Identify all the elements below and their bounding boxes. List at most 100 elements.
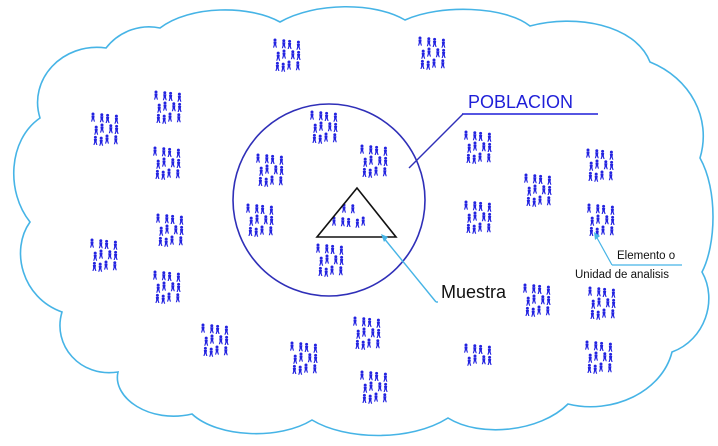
person-icon [594,172,599,182]
person-icon [312,133,317,143]
person-icon [427,47,431,57]
person-icon [161,147,166,157]
person-icon [254,227,259,237]
person-icon [153,146,157,156]
person-icon [176,282,181,292]
person-icon [281,39,286,49]
people-group [360,144,388,178]
person-icon [596,214,600,224]
person-icon [532,174,537,184]
person-icon [611,298,616,308]
person-icon [478,222,482,232]
person-icon [383,156,388,166]
person-icon [377,382,382,392]
person-icon [104,260,108,270]
person-icon [259,166,264,176]
person-icon [356,329,361,339]
person-icon [93,135,98,145]
person-icon [177,92,182,102]
person-icon [538,195,542,205]
person-icon [170,158,175,168]
person-icon [164,214,169,224]
person-icon [547,185,552,195]
person-icon [265,164,269,174]
people-group [246,203,274,237]
people-group [523,283,551,317]
person-icon [156,159,161,169]
person-icon [526,296,531,306]
person-icon [296,40,301,50]
person-icon [586,148,590,158]
person-icon [472,131,477,141]
person-icon [383,146,388,156]
person-icon [533,184,537,194]
person-icon [370,328,375,338]
person-icon [547,175,552,185]
person-icon [473,141,477,151]
person-icon [333,112,338,122]
person-icon [99,136,104,146]
person-icon [170,235,174,245]
person-icon [287,39,292,49]
person-icon [610,215,615,225]
person-icon [162,114,167,124]
person-icon [114,114,119,124]
person-icon [113,135,118,145]
person-icon [487,212,492,222]
person-icon [545,306,550,316]
person-icon [312,364,317,374]
person-icon [155,293,160,303]
person-icon [473,211,477,221]
person-icon [100,123,104,133]
person-icon [330,244,335,254]
person-icon [112,261,117,271]
person-icon [350,204,355,214]
person-icon [164,237,169,247]
person-icon [487,132,492,142]
elemento-callout: Elemento o Unidad de analisis [575,232,682,281]
person-icon [601,225,605,235]
person-icon [113,240,118,250]
person-icon [163,101,167,111]
person-icon [432,58,436,68]
people-group [464,343,492,366]
people-group [256,153,284,187]
person-icon [531,284,536,294]
person-icon [594,351,598,361]
person-icon [276,51,281,61]
person-icon [179,225,184,235]
person-icon [546,295,551,305]
person-icon [173,225,178,235]
person-icon [472,224,477,234]
person-icon [155,169,160,179]
person-icon [602,287,607,297]
person-icon [162,91,167,101]
person-icon [170,214,175,224]
elemento-arrow-line [595,235,613,266]
person-icon [486,223,491,233]
person-icon [263,215,268,225]
person-icon [376,328,381,338]
person-icon [290,50,295,60]
person-icon [330,265,334,275]
person-icon [159,226,164,236]
people-group [586,148,614,182]
person-icon [209,324,214,334]
person-icon [209,347,214,357]
person-icon [369,155,373,165]
poblacion-callout: POBLACION [408,92,598,169]
person-icon [374,166,378,176]
person-icon [93,251,98,261]
person-icon [210,334,214,344]
person-icon [472,344,477,354]
person-icon [248,226,253,236]
person-icon [318,266,323,276]
person-icon [440,59,445,69]
person-icon [313,123,318,133]
person-icon [594,149,599,159]
person-icon [374,392,378,402]
person-icon [608,171,613,181]
person-icon [368,394,373,404]
